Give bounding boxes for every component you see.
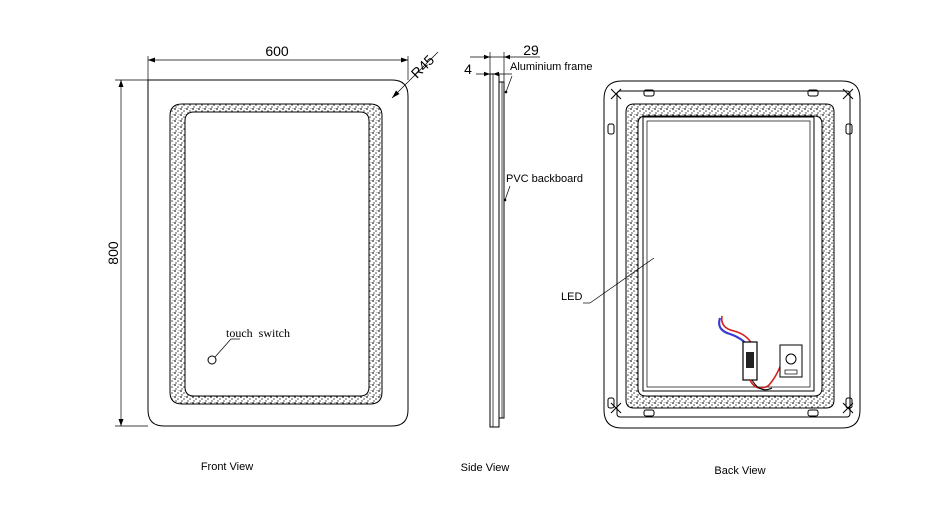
front-height-dimension: 800 bbox=[105, 241, 121, 265]
back-led-band bbox=[625, 103, 835, 409]
aluminium-frame-label: Aluminium frame bbox=[510, 61, 593, 73]
side-profile-outline bbox=[489, 73, 500, 428]
touch-switch-icon bbox=[207, 355, 217, 365]
front-view: 600 800 R45 touch switch Front View bbox=[105, 43, 439, 473]
side-inner-dimension: 4 bbox=[464, 61, 472, 77]
side-frame-dimension: 29 bbox=[523, 42, 539, 58]
touch-switch-label: touch switch bbox=[226, 326, 290, 340]
hanging-hooks bbox=[607, 89, 853, 417]
back-view: LED Back View bbox=[561, 80, 861, 477]
front-led-band bbox=[169, 103, 383, 405]
front-radius-dimension: R45 bbox=[408, 52, 438, 82]
back-view-title: Back View bbox=[714, 465, 765, 477]
front-width-dimension: 600 bbox=[265, 43, 289, 59]
side-view: 29 4 Aluminium frame PVC backboard Side … bbox=[461, 42, 593, 474]
pvc-backboard-label: PVC backboard bbox=[506, 173, 583, 185]
switch-box bbox=[779, 344, 803, 378]
led-label: LED bbox=[561, 291, 582, 303]
side-view-title: Side View bbox=[461, 462, 510, 474]
front-view-title: Front View bbox=[201, 461, 253, 473]
back-outline bbox=[603, 80, 861, 429]
power-wire-red bbox=[720, 315, 753, 345]
front-mirror-outline bbox=[147, 79, 409, 427]
